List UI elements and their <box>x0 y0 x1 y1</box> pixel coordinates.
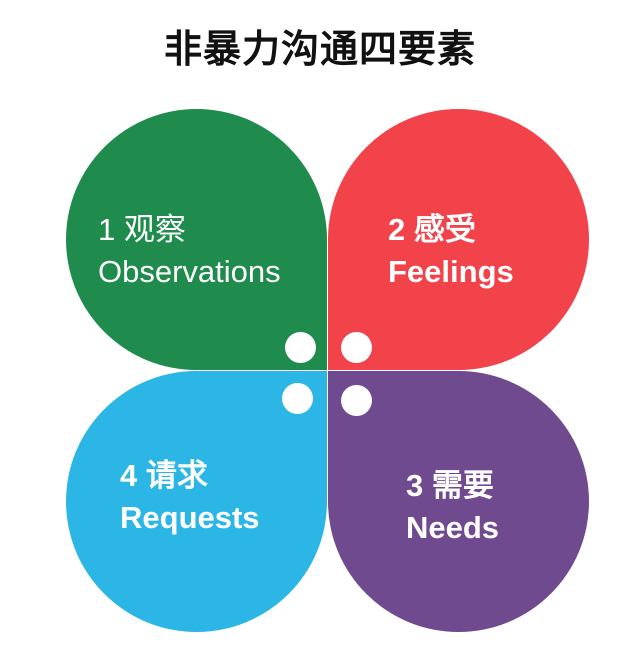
hole-circle <box>341 332 372 363</box>
label-en: Feelings <box>388 254 514 289</box>
label-cn: 3 需要 <box>406 468 494 503</box>
hole-circle <box>341 385 372 416</box>
petal-needs: 3 需要 Needs <box>328 371 589 632</box>
label-en: Needs <box>406 510 500 545</box>
label-cn: 2 感受 <box>388 212 476 247</box>
label-feelings: 2 感受 Feelings <box>388 209 514 293</box>
petal-feelings: 2 感受 Feelings <box>328 109 589 370</box>
label-en: Requests <box>120 500 260 535</box>
label-cn: 1 观察 <box>98 212 186 247</box>
hole-circle <box>282 383 313 414</box>
petal-observations: 1 观察 Observations <box>66 109 327 370</box>
label-requests: 4 请求 Requests <box>120 455 260 539</box>
petal-requests: 4 请求 Requests <box>66 371 327 632</box>
label-cn: 4 请求 <box>120 458 208 493</box>
hole-circle <box>285 332 316 363</box>
diagram-title: 非暴力沟通四要素 <box>163 27 476 71</box>
label-needs: 3 需要 Needs <box>406 465 499 549</box>
label-en: Observations <box>98 254 281 289</box>
label-observations: 1 观察 Observations <box>98 209 281 293</box>
